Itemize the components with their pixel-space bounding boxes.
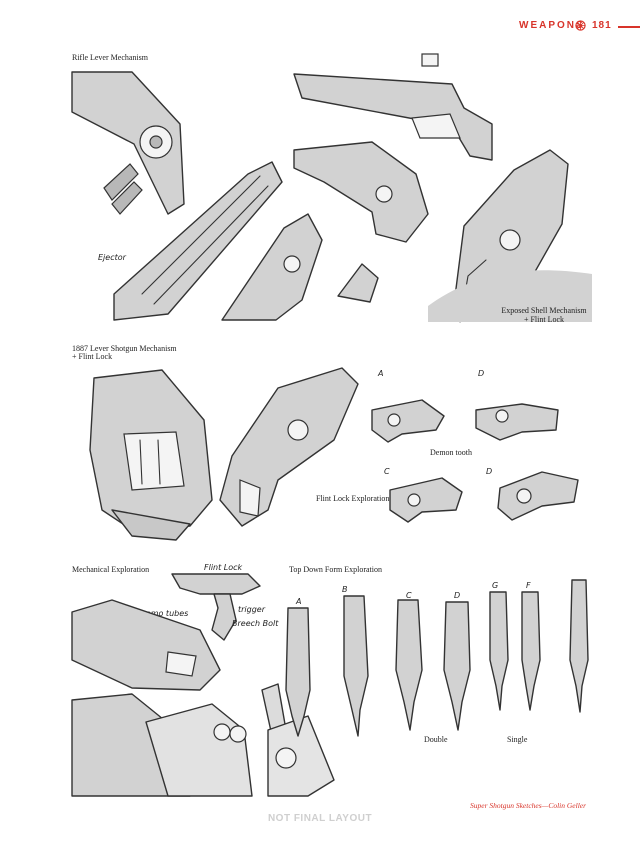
label-variant-a2: A (295, 597, 301, 606)
sketch-mech-barrels (71, 599, 221, 691)
label-ammo-tubes: ammo tubes (138, 609, 188, 618)
sketch-form-d (443, 601, 471, 731)
section-title: WEAPONS (519, 20, 585, 31)
caption-demon-tooth: Demon tooth (430, 448, 472, 457)
sketch-flint-d2 (497, 471, 579, 521)
label-flint-lock: Flint Lock (204, 563, 243, 572)
sketch-form-g (489, 591, 509, 711)
watermark: NOT FINAL LAYOUT (267, 813, 373, 824)
caption-top-down-form: Top Down Form Exploration (289, 565, 382, 574)
sketch-stock-block (71, 71, 185, 215)
label-trigger: trigger (238, 605, 266, 614)
sketch-form-a (285, 607, 311, 737)
demon-seal-icon (575, 20, 586, 31)
label-breech-bolt: Breech Bolt (232, 619, 279, 628)
label-ejector: Ejector (98, 253, 127, 262)
label-variant-g: G (492, 581, 498, 590)
caption-exposed-shell-1: Exposed Shell Mechanism (501, 306, 587, 315)
sketch-form-c (395, 599, 423, 731)
sketch-lever-rifle (293, 73, 493, 161)
sketch-flint-d (475, 403, 559, 441)
sketch-credit: Super Shotgun Sketches—Colin Geller (470, 801, 587, 810)
label-variant-f: F (526, 581, 531, 590)
sketch-flint-a (371, 399, 445, 443)
caption-exposed-shell-2: + Flint Lock (523, 315, 565, 324)
label-variant-b: B (342, 585, 348, 594)
label-variant-d2: D (486, 467, 492, 476)
mechanical-sketches: Flint Lock ammo tubes trigger Breech Bol… (71, 563, 589, 797)
caption-rifle-lever: Rifle Lever Mechanism (72, 53, 148, 62)
caption-mechanical-exploration: Mechanical Exploration (72, 565, 150, 574)
header-accent-bar (618, 26, 640, 28)
caption-1887-shotgun-1: 1887 Lever Shotgun Mechanism (72, 344, 177, 353)
label-variant-d1: D (478, 369, 484, 378)
sketch-form-b (343, 595, 369, 737)
sketch-form-f (521, 591, 541, 711)
label-variant-c2: C (406, 591, 412, 600)
caption-single: Single (507, 735, 528, 744)
label-variant-a1: A (377, 369, 383, 378)
caption-1887-shotgun-2: + Flint Lock (72, 352, 113, 361)
sketch-flint-c (389, 477, 463, 523)
caption-flint-lock-exploration: Flint Lock Exploration (316, 494, 390, 503)
caption-double: Double (424, 735, 448, 744)
sketch-mech-gun (171, 573, 261, 595)
shotgun-1887-sketches: A D C D (89, 367, 579, 541)
sketch-form-h (569, 579, 589, 713)
label-variant-c1: C (384, 467, 390, 476)
sketch-receiver (293, 141, 429, 243)
page-number: 181 (592, 20, 612, 31)
rifle-lever-sketches: Ejector (71, 53, 592, 323)
label-variant-d3: D (454, 591, 460, 600)
